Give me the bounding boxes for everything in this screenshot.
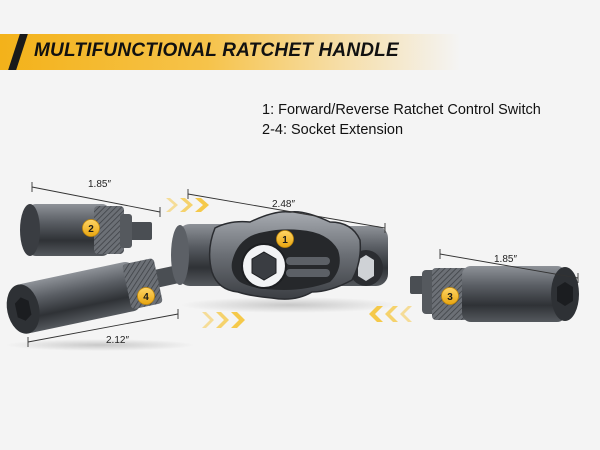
svg-text:3: 3 (447, 292, 453, 303)
badge-1: 1 (276, 230, 294, 248)
badge-2: 2 (82, 219, 100, 237)
dim-label-left-top: 1.85″ (88, 179, 111, 190)
hex-drive-tip (130, 222, 152, 240)
svg-text:4: 4 (143, 292, 149, 303)
badge-3: 3 (441, 287, 459, 305)
title-banner: MULTIFUNCTIONAL RATCHET HANDLE (0, 34, 460, 70)
dimension-left-bottom (27, 309, 179, 347)
dim-label-left-bottom: 2.12″ (106, 335, 129, 346)
dim-label-center: 2.48″ (272, 199, 295, 210)
arrow-right-bottom-icon (202, 312, 245, 328)
dimension-center (187, 189, 386, 233)
arrow-right-top-icon (166, 198, 209, 212)
socket-extension-4 (6, 258, 181, 334)
legend: 1: Forward/Reverse Ratchet Control Switc… (262, 100, 541, 140)
banner-title: MULTIFUNCTIONAL RATCHET HANDLE (34, 40, 399, 61)
arrow-left-icon (369, 306, 412, 322)
dimension-right (439, 249, 579, 283)
ratchet-handle (171, 210, 388, 300)
dimension-left-top (31, 182, 161, 217)
socket-extension-3 (410, 266, 579, 322)
dim-label-right: 1.85″ (494, 254, 517, 265)
socket-extension-2 (20, 204, 152, 256)
legend-line-2: 2-4: Socket Extension (262, 122, 404, 138)
svg-text:1: 1 (282, 235, 288, 246)
svg-text:2: 2 (88, 224, 94, 235)
legend-line-1: 1: Forward/Reverse Ratchet Control Switc… (262, 102, 541, 118)
badge-4: 4 (137, 287, 155, 305)
